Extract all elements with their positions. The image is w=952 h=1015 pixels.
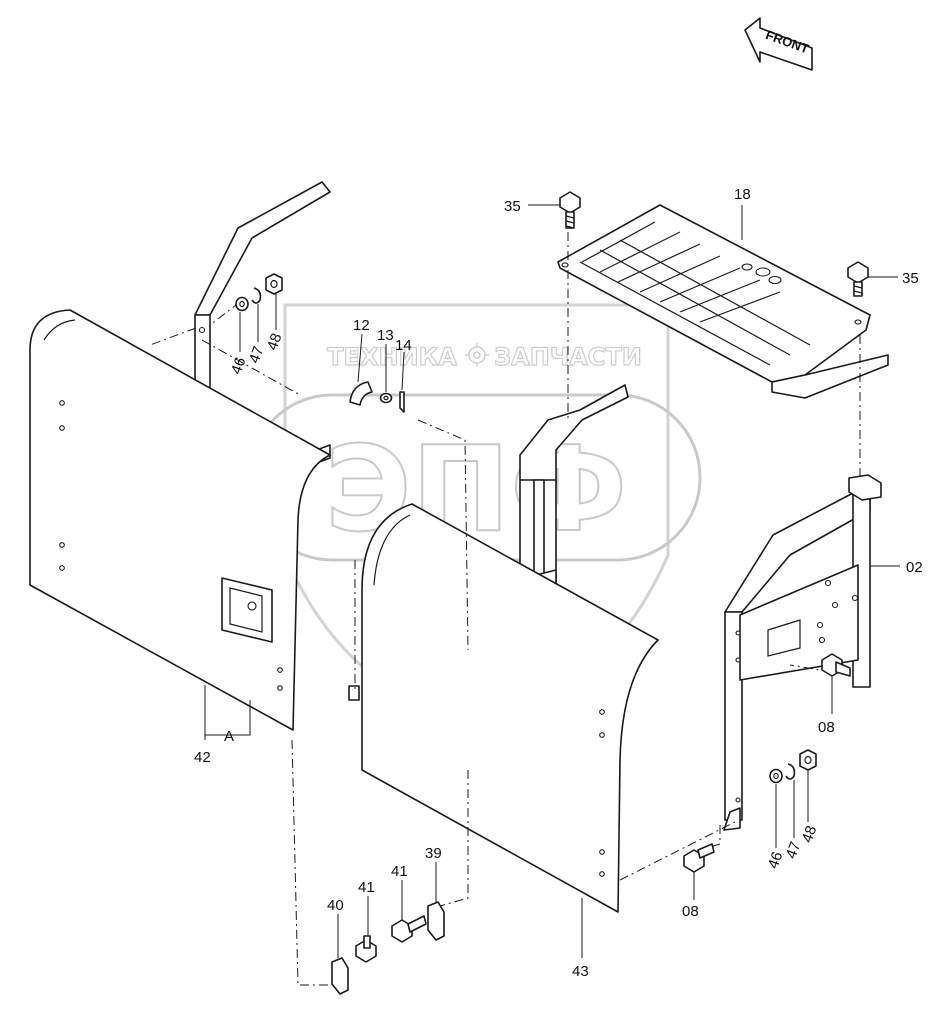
callout-08-lower: 08 xyxy=(682,903,699,920)
top-cover xyxy=(557,204,889,399)
callout-43: 43 xyxy=(572,963,589,980)
pin-14 xyxy=(399,391,405,413)
callout-48-upper: 48 xyxy=(264,331,286,352)
bolt-08-upper xyxy=(821,653,851,677)
nut-48-lower xyxy=(799,749,817,771)
callout-02: 02 xyxy=(906,559,923,576)
callout-35-left: 35 xyxy=(504,198,521,215)
washer-46-upper xyxy=(235,296,249,312)
spring-washer-47-upper xyxy=(251,287,262,304)
bolt-41-center xyxy=(391,915,427,943)
callout-13: 13 xyxy=(377,327,394,344)
front-direction-arrow: FRONT xyxy=(744,17,813,71)
leader-lines xyxy=(204,204,900,958)
bolt-08-lower xyxy=(683,843,715,873)
bolt-35-left xyxy=(559,191,581,229)
callout-35-right: 35 xyxy=(902,270,919,287)
callout-47-upper: 47 xyxy=(246,344,268,365)
callout-18: 18 xyxy=(734,186,751,203)
left-side-panel xyxy=(29,309,331,731)
callout-39: 39 xyxy=(425,845,442,862)
door-handle xyxy=(221,577,273,643)
washer-46-lower xyxy=(769,768,783,784)
clip-40 xyxy=(331,957,349,995)
spring-washer-47-lower xyxy=(785,763,796,780)
callout-42: 42 xyxy=(194,749,211,766)
center-side-panel xyxy=(348,503,659,913)
callout-12: 12 xyxy=(353,317,370,334)
callout-14: 14 xyxy=(395,337,412,354)
callout-40: 40 xyxy=(327,897,344,914)
watermark-left-text: ТЕХНИКА xyxy=(327,343,457,371)
assembly-dash-lines xyxy=(149,232,861,986)
clip-39 xyxy=(427,901,445,941)
bolt-35-right xyxy=(847,261,869,297)
watermark-gear-icon xyxy=(465,343,489,367)
callout-41-left: 41 xyxy=(358,879,375,896)
callout-46-upper: 46 xyxy=(228,355,250,376)
bolt-41-left xyxy=(355,935,377,963)
right-side-frame xyxy=(723,474,882,831)
grommet-12 xyxy=(349,381,373,406)
callout-08-upper: 08 xyxy=(818,719,835,736)
callout-47-lower: 47 xyxy=(783,839,805,860)
callout-a: A xyxy=(224,728,234,745)
watermark-logo-text: ЭПФ xyxy=(325,420,627,558)
washer-13 xyxy=(379,392,393,404)
callout-41-center: 41 xyxy=(391,863,408,880)
nut-48-upper xyxy=(265,273,283,295)
callout-48-lower: 48 xyxy=(799,823,821,844)
callout-46-lower: 46 xyxy=(765,849,787,870)
callout-labels: 35 18 35 12 13 14 46 47 48 02 08 42 A 46… xyxy=(194,186,923,980)
